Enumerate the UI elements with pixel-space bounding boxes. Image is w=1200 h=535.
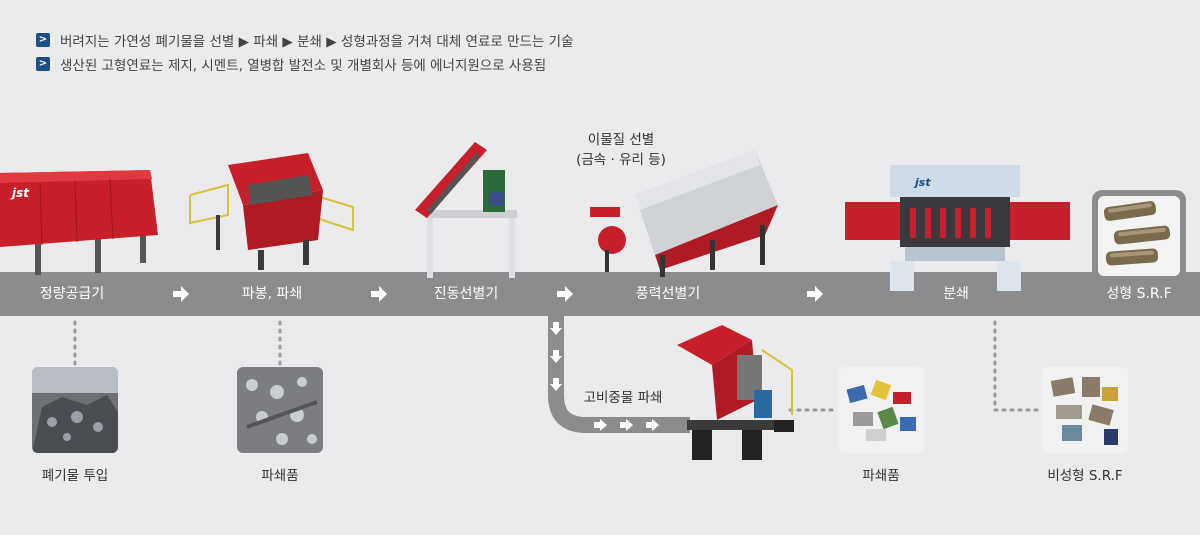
description-text: 생산된 고형연료는 제지, 시멘트, 열병합 발전소 및 개별회사 등에 에너지… xyxy=(60,58,547,74)
air-separator-image xyxy=(590,150,778,277)
caption-crushed: 파쇄품 xyxy=(862,468,900,484)
formed-srf-image xyxy=(1092,190,1186,282)
crushed-material-image xyxy=(237,367,323,453)
foreign-matter-label: 이물질 선별 (금속 · 유리 등) xyxy=(576,132,666,168)
waste-input-image xyxy=(32,367,118,453)
caption-non-formed-srf: 비성형 S.R.F xyxy=(1047,468,1123,484)
feeder-machine-image: jst xyxy=(0,170,158,275)
stage-label-crusher: 파봉, 파쇄 xyxy=(241,286,303,302)
description-list: > 버려지는 가연성 폐기물을 선별 ▶ 파쇄 ▶ 분쇄 ▶ 성형과정을 거쳐 … xyxy=(36,28,574,76)
non-formed-srf-image xyxy=(1042,367,1128,453)
stage-label-air-separator: 풍력선별기 xyxy=(635,286,701,302)
stage-label-vibrating-screen: 진동선별기 xyxy=(433,286,499,302)
heavy-crush-label: 고비중물 파쇄 xyxy=(583,390,663,406)
grinder-machine-image: jst xyxy=(845,165,1070,291)
flow-arrow-icon xyxy=(371,286,387,302)
description-item: > 버려지는 가연성 폐기물을 선별 ▶ 파쇄 ▶ 분쇄 ▶ 성형과정을 거쳐 … xyxy=(36,28,574,52)
chevron-right-icon: > xyxy=(36,33,50,47)
caption-crushed: 파쇄품 xyxy=(261,468,299,484)
brand-logo: jst xyxy=(10,186,30,200)
flow-arrow-icon xyxy=(557,286,573,302)
stage-label-grinder: 분쇄 xyxy=(943,286,969,302)
brand-logo: jst xyxy=(913,176,931,189)
crushed-material-image xyxy=(838,367,924,453)
crusher-machine-image xyxy=(189,153,354,270)
stage-label-feeder: 정량공급기 xyxy=(39,286,105,302)
description-text: 버려지는 가연성 폐기물을 선별 ▶ 파쇄 ▶ 분쇄 ▶ 성형과정을 거쳐 대체… xyxy=(60,34,574,50)
flow-arrow-icon xyxy=(807,286,823,302)
vibrating-screen-image xyxy=(415,142,517,278)
heavy-crusher-image xyxy=(677,325,794,460)
caption-waste-input: 폐기물 투입 xyxy=(41,468,109,484)
description-item: > 생산된 고형연료는 제지, 시멘트, 열병합 발전소 및 개별회사 등에 에… xyxy=(36,52,574,76)
chevron-right-icon: > xyxy=(36,57,50,71)
flow-arrow-icon xyxy=(173,286,189,302)
stage-label-formed-srf: 성형 S.R.F xyxy=(1106,286,1172,302)
